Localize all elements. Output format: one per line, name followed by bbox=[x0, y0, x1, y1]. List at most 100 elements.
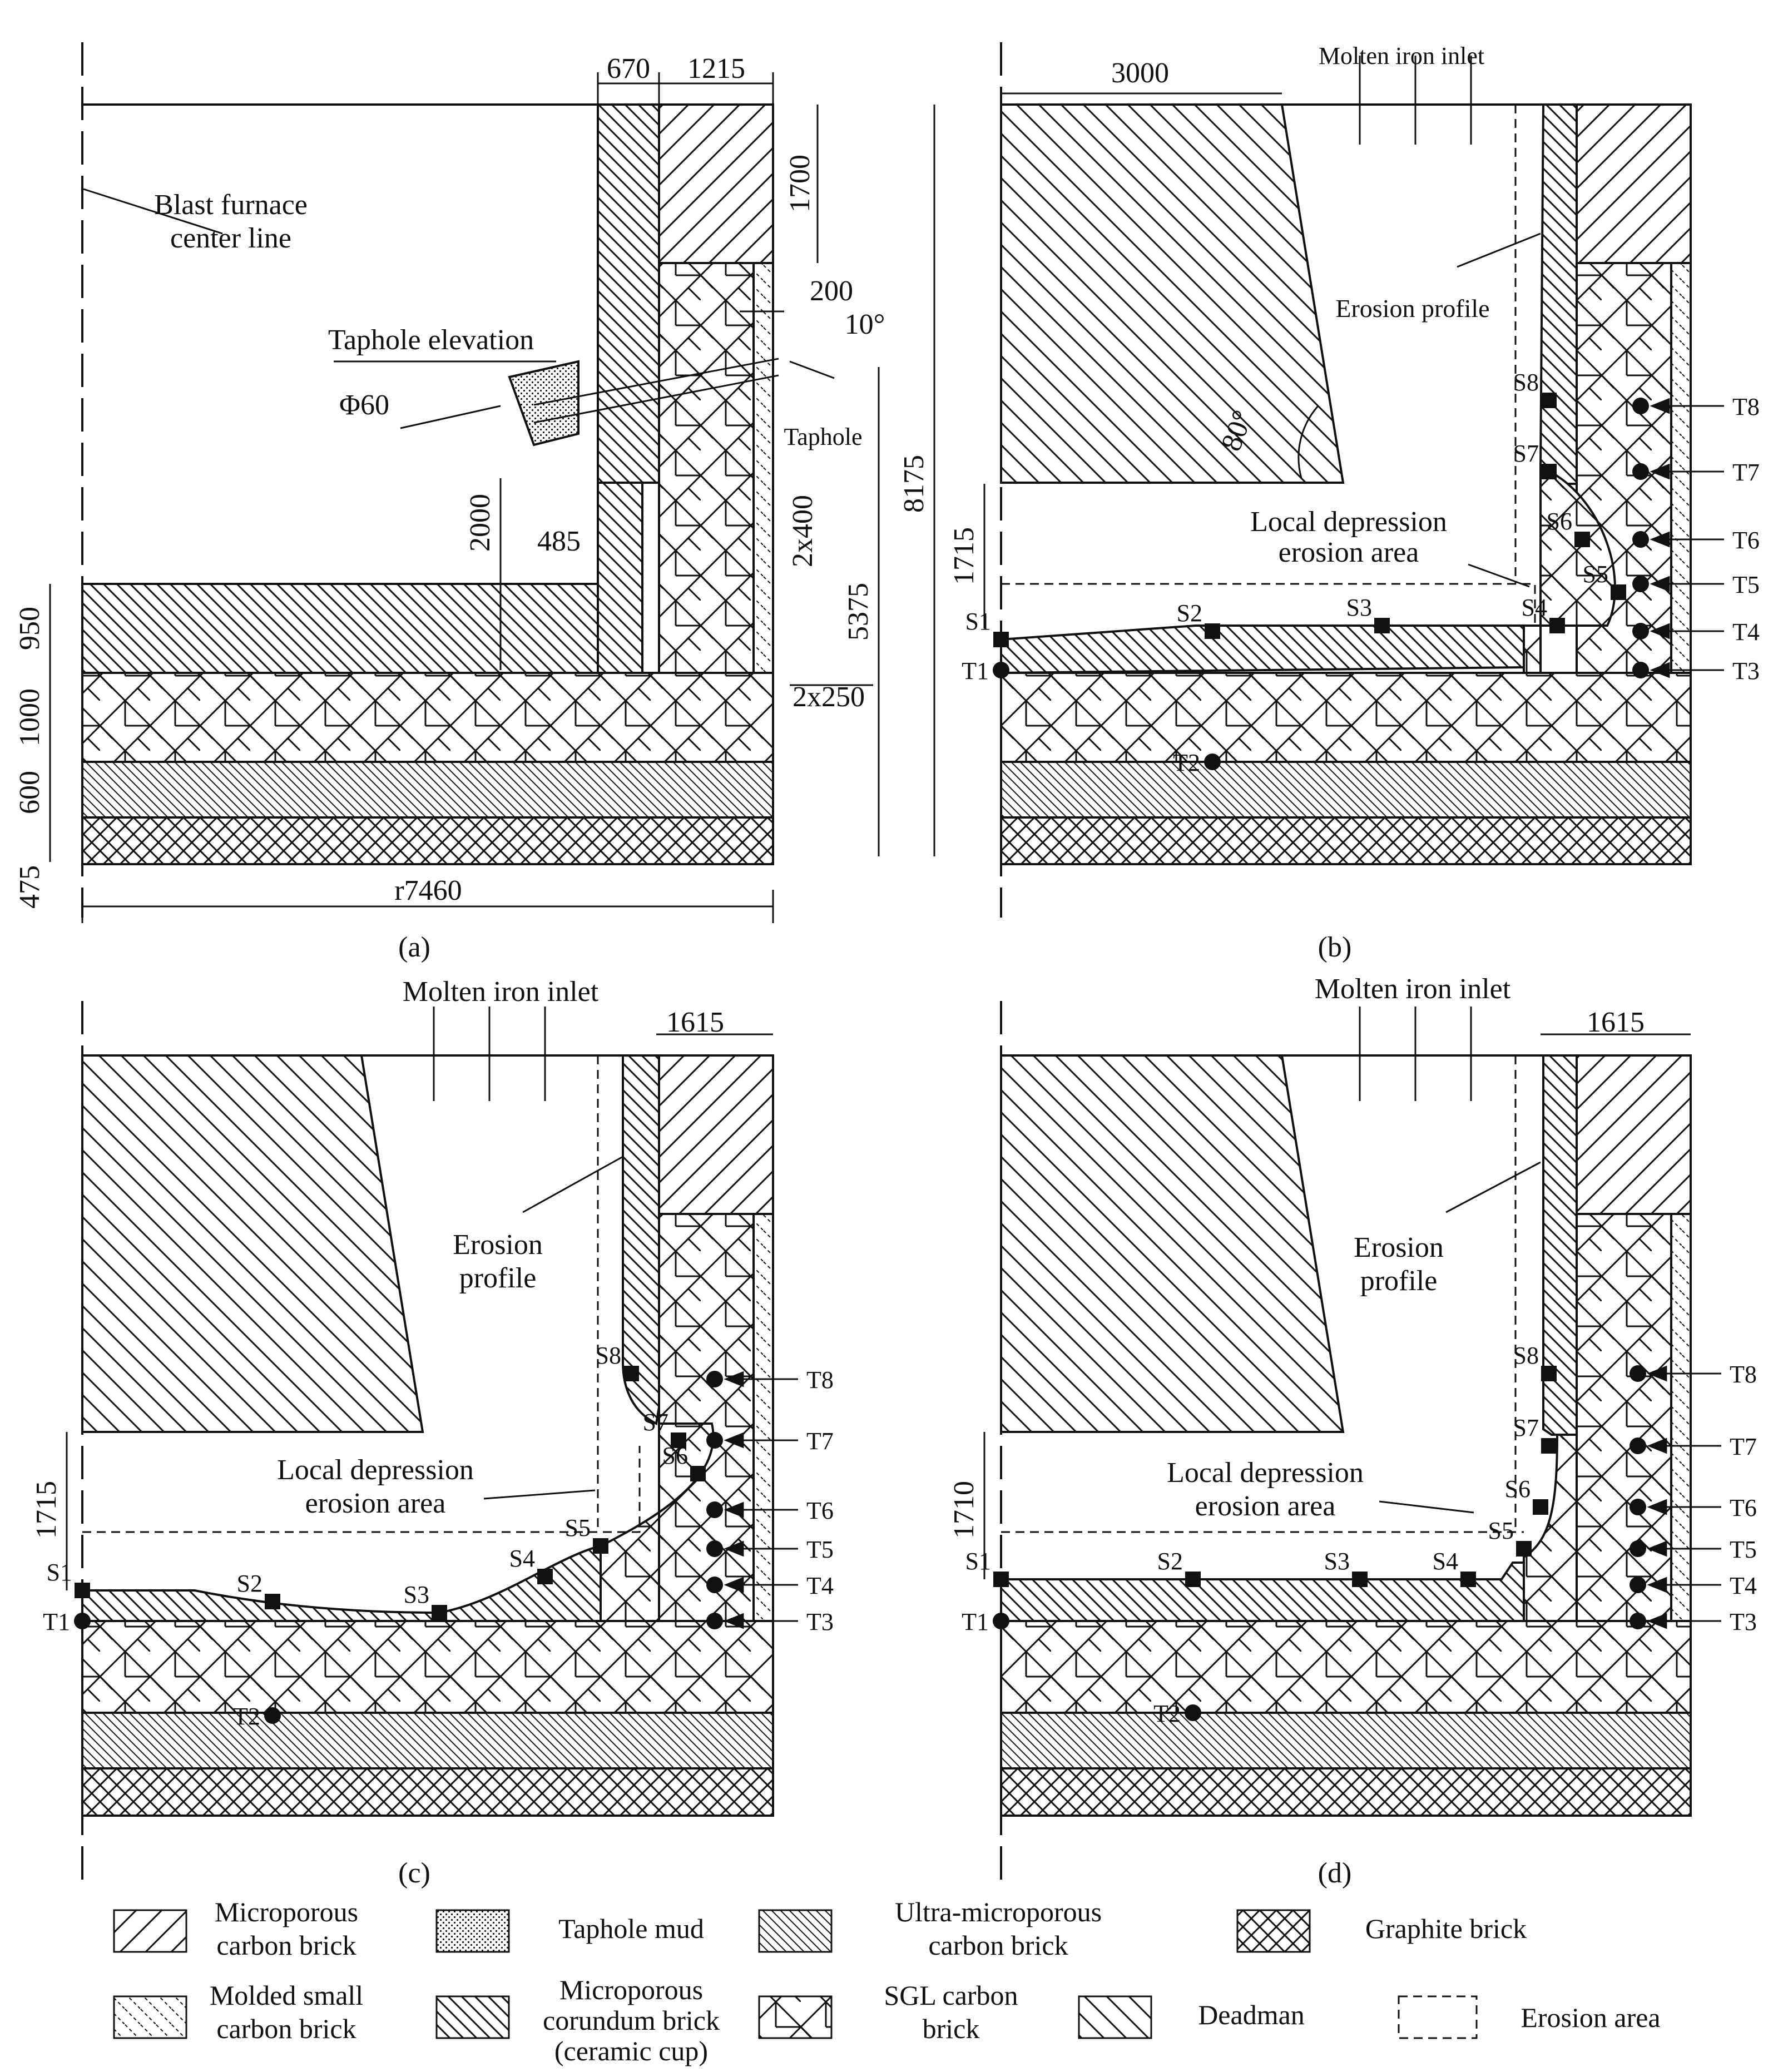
thermocouple-label-t8-d: T8 bbox=[1730, 1361, 1757, 1388]
phi60-label: Φ60 bbox=[339, 389, 389, 421]
graphite-layer bbox=[81, 816, 774, 865]
caption-c: (c) bbox=[398, 1857, 430, 1889]
svg-text:Molded small: Molded small bbox=[210, 1980, 363, 2011]
sensor-s6-d bbox=[1533, 1499, 1548, 1515]
sensor-label-s4-d: S4 bbox=[1433, 1548, 1458, 1575]
dim-2x250: 2x250 bbox=[793, 681, 865, 713]
thermocouple-label-t5-b: T5 bbox=[1732, 571, 1760, 598]
thermocouple-t7-c bbox=[706, 1432, 723, 1449]
thermocouple-t5-d bbox=[1630, 1540, 1646, 1557]
thermocouple-label-t8-b: T8 bbox=[1732, 393, 1760, 420]
thermocouple-label-t5-d: T5 bbox=[1730, 1536, 1757, 1563]
svg-text:carbon brick: carbon brick bbox=[216, 2013, 356, 2044]
thermocouple-t4-c bbox=[706, 1577, 723, 1593]
sensor-label-s2-d: S2 bbox=[1157, 1548, 1183, 1575]
svg-text:Ultra-microporous: Ultra-microporous bbox=[895, 1896, 1102, 1927]
thermocouple-t2-c bbox=[264, 1707, 281, 1724]
thermocouple-t2-b bbox=[1204, 754, 1221, 770]
deadman bbox=[81, 1054, 424, 1433]
sensor-s2-d bbox=[1185, 1572, 1201, 1587]
sensor-s1-c bbox=[75, 1583, 90, 1598]
erosion-area-outline bbox=[1001, 105, 1536, 626]
sensor-s4-b bbox=[1549, 618, 1565, 633]
dim-1215: 1215 bbox=[687, 53, 745, 85]
thermocouple-t6-d bbox=[1630, 1499, 1646, 1515]
sensor-label-s1-b: S1 bbox=[965, 608, 991, 635]
erosion-label-1: Erosion bbox=[1354, 1232, 1444, 1263]
sensor-label-s7-d: S7 bbox=[1513, 1414, 1539, 1441]
sensor-label-s4-c: S4 bbox=[509, 1545, 535, 1572]
dim-5375: 5375 bbox=[843, 583, 874, 641]
dim-670: 670 bbox=[607, 53, 650, 85]
caption-b: (b) bbox=[1318, 931, 1352, 963]
thermocouple-t3-b bbox=[1632, 662, 1649, 678]
ceramic-cup-wall bbox=[597, 103, 660, 484]
panel-a: 670 1215 1700 200 10° Taphole Blast furn… bbox=[14, 42, 935, 963]
erosion-label-2: profile bbox=[459, 1262, 537, 1294]
inlet-label: Molten iron inlet bbox=[1315, 973, 1511, 1005]
sensor-s1-b bbox=[993, 632, 1009, 647]
taphole-label: Taphole bbox=[784, 423, 862, 450]
dim-2000: 2000 bbox=[464, 494, 496, 552]
deadman bbox=[1000, 103, 1345, 484]
svg-text:Graphite brick: Graphite brick bbox=[1365, 1913, 1527, 1944]
ceramic-cup-bottom bbox=[1000, 624, 1525, 675]
inlet-label: Molten iron inlet bbox=[1319, 42, 1484, 70]
thermocouple-t5-b bbox=[1632, 576, 1649, 592]
thermocouple-t7-d bbox=[1630, 1437, 1646, 1454]
dim-1710: 1710 bbox=[948, 1481, 980, 1539]
centerline-label-1: Blast furnace bbox=[154, 189, 308, 221]
sensor-label-s3-d: S3 bbox=[1324, 1548, 1350, 1575]
dim-475: 475 bbox=[14, 865, 46, 909]
sensor-label-s3-b: S3 bbox=[1346, 594, 1372, 621]
sensor-s8-d bbox=[1541, 1366, 1557, 1381]
svg-text:Microporous: Microporous bbox=[559, 1974, 703, 2005]
legend-item-taphole-mud: Taphole mud bbox=[435, 1909, 704, 1953]
thermocouple-label-t6-c: T6 bbox=[806, 1497, 834, 1524]
sensor-label-s5-d: S5 bbox=[1488, 1517, 1514, 1544]
sensor-s8-c bbox=[623, 1366, 639, 1381]
sensor-s8-b bbox=[1541, 393, 1557, 408]
thermocouple-t5-c bbox=[706, 1540, 723, 1557]
legend-item-erosion-area: Erosion area bbox=[1398, 1995, 1661, 2039]
dim-1700: 1700 bbox=[784, 155, 816, 212]
thermocouple-t8-b bbox=[1632, 398, 1649, 414]
thermocouple-label-t3-b: T3 bbox=[1732, 657, 1760, 685]
sgl-bottom-layer bbox=[81, 672, 774, 763]
taphole-channel bbox=[533, 358, 779, 406]
svg-text:Taphole mud: Taphole mud bbox=[558, 1913, 704, 1944]
depression-label-2: erosion area bbox=[1195, 1490, 1336, 1522]
thermocouple-label-t5-c: T5 bbox=[806, 1536, 834, 1563]
panel-c: 1615 Molten iron inlet Erosion profile L… bbox=[31, 976, 774, 1889]
sensor-s6-b bbox=[1574, 532, 1590, 547]
thermocouple-t7-b bbox=[1632, 463, 1649, 480]
panel-b-annotations bbox=[983, 56, 1541, 628]
ceramic-cup-bottom bbox=[81, 583, 628, 674]
thermocouple-t1-d bbox=[993, 1613, 1009, 1629]
dim-8175: 8175 bbox=[898, 455, 930, 513]
thermocouple-t3-c bbox=[706, 1613, 723, 1629]
dim-950: 950 bbox=[14, 607, 46, 650]
angle-10: 10° bbox=[845, 309, 885, 340]
erosion-label-2: profile bbox=[1360, 1265, 1438, 1297]
depression-label-2: erosion area bbox=[305, 1488, 446, 1519]
sensor-label-s5-c: S5 bbox=[565, 1514, 591, 1541]
sensor-label-s3-c: S3 bbox=[404, 1581, 429, 1608]
dim-200: 200 bbox=[810, 275, 853, 307]
thermocouple-label-t7-c: T7 bbox=[806, 1427, 834, 1455]
sensor-s3-d bbox=[1352, 1572, 1368, 1587]
dim-1000: 1000 bbox=[14, 688, 46, 746]
depression-label-2: erosion area bbox=[1279, 537, 1419, 568]
sensor-s7-d bbox=[1541, 1438, 1557, 1454]
sensor-label-s6-b: S6 bbox=[1547, 508, 1572, 535]
deadman bbox=[1000, 1054, 1345, 1433]
dim-3000: 3000 bbox=[1111, 57, 1169, 89]
svg-text:Erosion area: Erosion area bbox=[1520, 2002, 1660, 2033]
sensor-s1-d bbox=[993, 1572, 1009, 1587]
legend-item-deadman: Deadman bbox=[1078, 1995, 1305, 2039]
dim-600: 600 bbox=[14, 771, 46, 814]
thermocouple-label-t4-d: T4 bbox=[1730, 1572, 1757, 1599]
thermocouple-label-t2-d: T2 bbox=[1153, 1700, 1181, 1727]
